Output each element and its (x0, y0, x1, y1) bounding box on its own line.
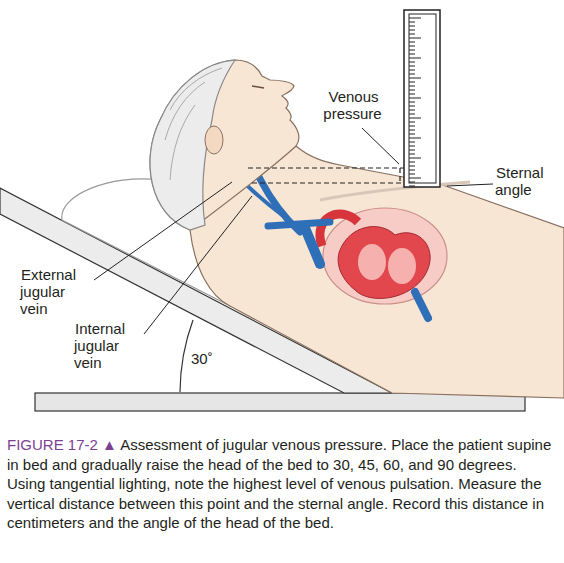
ruler-tick (409, 18, 421, 19)
vena-cava (415, 292, 428, 318)
ruler-tick (409, 98, 421, 99)
ruler-tick (409, 114, 415, 115)
subclavian-vein (268, 222, 330, 226)
ruler-tick (409, 90, 415, 91)
leader-line (447, 184, 493, 186)
ear (205, 126, 223, 154)
leader-line (362, 128, 399, 164)
ruler-tick (409, 38, 421, 39)
ruler-tick (409, 34, 415, 35)
ruler-tick (409, 126, 415, 127)
ruler-tick (409, 186, 415, 187)
ruler-tick (409, 94, 415, 95)
ruler-tick (409, 86, 415, 87)
bed-base (35, 393, 525, 411)
part-label: Internal jugular vein (74, 320, 148, 371)
clavicle (320, 182, 470, 200)
hair (150, 60, 235, 230)
ruler-tick (409, 158, 421, 159)
ruler-tick (409, 26, 415, 27)
ruler-tick (409, 74, 415, 75)
ruler-tick (409, 130, 415, 131)
ruler-tick (409, 146, 415, 147)
ruler-tick (409, 178, 421, 179)
ruler-tick (409, 22, 415, 23)
ruler-tick (409, 138, 421, 139)
ruler-tick (409, 142, 415, 143)
ruler-tick (409, 46, 415, 47)
ruler-tick (409, 82, 415, 83)
figure-caption: FIGURE 17-2 ▲ Assessment of jugular veno… (7, 435, 559, 533)
ruler-tick (409, 66, 415, 67)
ruler-tick (409, 70, 415, 71)
ruler-tick (409, 174, 415, 175)
level-line (248, 168, 404, 183)
ruler-tick (409, 118, 421, 119)
ruler-tick (409, 150, 415, 151)
ruler-tick (409, 50, 415, 51)
ruler (404, 10, 440, 187)
angle-label: 30˚ (190, 350, 230, 367)
ruler (409, 14, 436, 183)
ruler-tick (409, 58, 421, 59)
leader-line (94, 182, 232, 280)
leader-line (144, 196, 252, 334)
ruler-tick (409, 110, 415, 111)
part-label: External jugular vein (20, 266, 94, 317)
ruler-tick (409, 42, 415, 43)
ruler-tick (409, 106, 415, 107)
vena-cava (305, 228, 320, 264)
ruler-tick (409, 162, 415, 163)
ruler-tick (409, 62, 415, 63)
patient-head (150, 60, 299, 230)
eye (252, 86, 264, 88)
ruler-tick (409, 170, 415, 171)
ruler-tick (409, 154, 415, 155)
aorta (320, 214, 358, 246)
ruler-tick (409, 30, 415, 31)
ruler-tick (409, 78, 421, 79)
ruler-tick (409, 182, 415, 183)
lung (323, 208, 447, 304)
heart (338, 227, 430, 299)
part-label: Venous pressure (312, 88, 394, 122)
heart-chamber (388, 248, 416, 284)
ruler-ticks (409, 18, 421, 186)
ruler-tick (409, 102, 415, 103)
ruler-tick (409, 166, 415, 167)
ruler-tick (409, 54, 415, 55)
ruler-tick (409, 134, 415, 135)
hair-strands (165, 68, 222, 180)
ruler-tick (409, 122, 415, 123)
part-label: Sternal angle (495, 164, 557, 198)
heart-chamber (358, 244, 386, 280)
